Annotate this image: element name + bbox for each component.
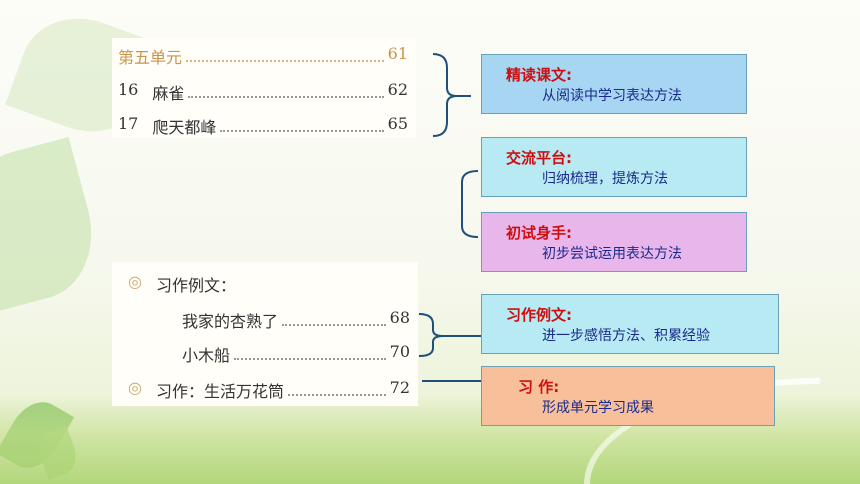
bracket-examples: [418, 313, 481, 357]
box-title: 精读课文:: [506, 66, 572, 84]
box-desc: 归纳梳理，提炼方法: [542, 171, 668, 187]
box-desc: 从阅读中学习表达方法: [542, 88, 682, 104]
box-first-try: 初试身手: 初步尝试运用表达方法: [481, 212, 747, 272]
bullet-icon: ◎: [128, 378, 142, 397]
box-title: 习 作:: [518, 378, 560, 396]
toc-example-title: 小木船: [182, 346, 231, 365]
toc-writing-row: ◎ 习作：生活万花筒 72: [128, 378, 410, 402]
toc-writing-page: 72: [389, 378, 410, 397]
box-title: 习作例文:: [506, 306, 572, 324]
box-exchange-platform: 交流平台: 归纳梳理，提炼方法: [481, 137, 747, 197]
toc-lesson-num: 16: [118, 80, 139, 99]
box-desc: 形成单元学习成果: [542, 400, 654, 416]
box-writing: 习 作: 形成单元学习成果: [481, 366, 775, 426]
box-title: 初试身手:: [506, 224, 572, 242]
box-title: 交流平台:: [506, 149, 572, 167]
leaf-decoration: [0, 137, 108, 313]
toc-bottom-panel: ◎ 习作例文： 我家的杏熟了 68 小木船 70 ◎ 习作：生活万花筒 72: [112, 262, 418, 406]
toc-example-title: 我家的杏熟了: [182, 312, 279, 331]
box-example-essays: 习作例文: 进一步感悟方法、积累经验: [481, 294, 779, 354]
toc-lesson-title: 爬天都峰: [152, 118, 217, 137]
bracket-middle: [461, 170, 479, 238]
box-intensive-reading: 精读课文: 从阅读中学习表达方法: [481, 54, 747, 114]
bracket-top: [432, 53, 471, 137]
bullet-icon: ◎: [128, 272, 142, 291]
toc-section-label: 习作例文：: [155, 276, 236, 295]
toc-unit-row: 第五单元 61: [118, 44, 408, 68]
toc-example-row: 我家的杏熟了 68: [182, 308, 410, 332]
toc-lesson-row: 16 麻雀 62: [118, 80, 408, 104]
toc-writing-label: 习作：生活万花筒: [155, 382, 284, 401]
toc-lesson-row: 17 爬天都峰 65: [118, 114, 408, 138]
toc-lesson-page: 62: [387, 80, 408, 99]
box-desc: 初步尝试运用表达方法: [542, 246, 682, 262]
toc-top-panel: 第五单元 61 16 麻雀 62 17 爬天都峰 65: [112, 38, 416, 138]
toc-example-page: 70: [389, 342, 410, 361]
toc-lesson-title: 麻雀: [152, 84, 185, 103]
connector-writing: [422, 380, 484, 382]
toc-unit-page: 61: [387, 44, 408, 63]
box-desc: 进一步感悟方法、积累经验: [542, 328, 710, 344]
toc-lesson-page: 65: [387, 114, 408, 133]
toc-section-row: ◎ 习作例文：: [128, 272, 236, 296]
toc-example-page: 68: [389, 308, 410, 327]
toc-unit-title: 第五单元: [118, 48, 183, 67]
toc-example-row: 小木船 70: [182, 342, 410, 366]
toc-lesson-num: 17: [118, 114, 139, 133]
